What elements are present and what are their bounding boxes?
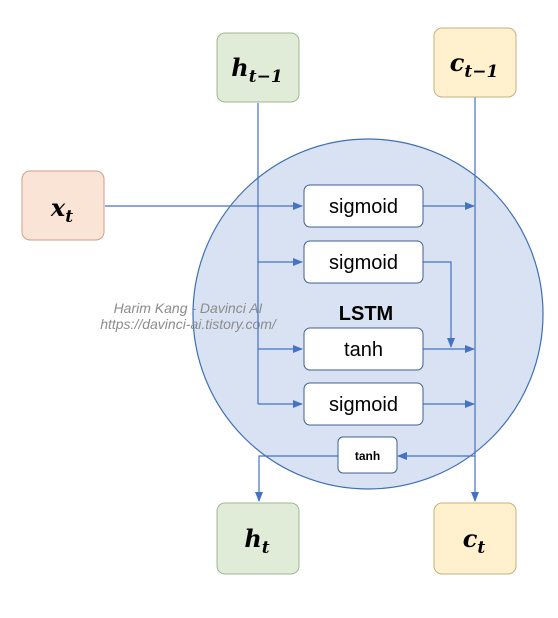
gate-sigmoid-1: sigmoid bbox=[303, 184, 424, 228]
input-c-prev-box: ct−1 bbox=[433, 27, 517, 98]
svg-text:ct: ct bbox=[463, 524, 486, 558]
input-x-box: xt bbox=[21, 170, 105, 241]
svg-text:sigmoid: sigmoid bbox=[329, 394, 398, 416]
gate-sigmoid-2: sigmoid bbox=[303, 240, 424, 284]
output-c-box: ct bbox=[433, 502, 517, 575]
lstm-cell bbox=[192, 138, 544, 490]
out-tanh-to-ht-arrow bbox=[255, 455, 338, 502]
svg-text:sigmoid: sigmoid bbox=[329, 252, 398, 274]
watermark-author: Harim Kang - Davinci AI bbox=[114, 300, 263, 316]
input-h-prev-box: ht−1 bbox=[216, 32, 300, 103]
connections bbox=[105, 97, 479, 502]
svg-text:ct−1: ct−1 bbox=[450, 48, 499, 82]
svg-text:tanh: tanh bbox=[355, 449, 380, 463]
lstm-title: LSTM bbox=[339, 303, 393, 325]
svg-text:tanh: tanh bbox=[344, 339, 383, 361]
svg-text:ht−1: ht−1 bbox=[231, 53, 282, 87]
gate-tanh: tanh bbox=[303, 327, 424, 371]
output-tanh: tanh bbox=[337, 436, 398, 474]
svg-text:sigmoid: sigmoid bbox=[329, 196, 398, 218]
gate2-to-tanh-arrow bbox=[423, 261, 455, 348]
output-h-box: ht bbox=[216, 502, 300, 575]
gate-sigmoid-3: sigmoid bbox=[303, 382, 424, 426]
watermark-url: https://davinci-ai.tistory.com/ bbox=[100, 316, 278, 332]
svg-text:xt: xt bbox=[50, 193, 73, 227]
svg-text:ht: ht bbox=[244, 524, 269, 558]
